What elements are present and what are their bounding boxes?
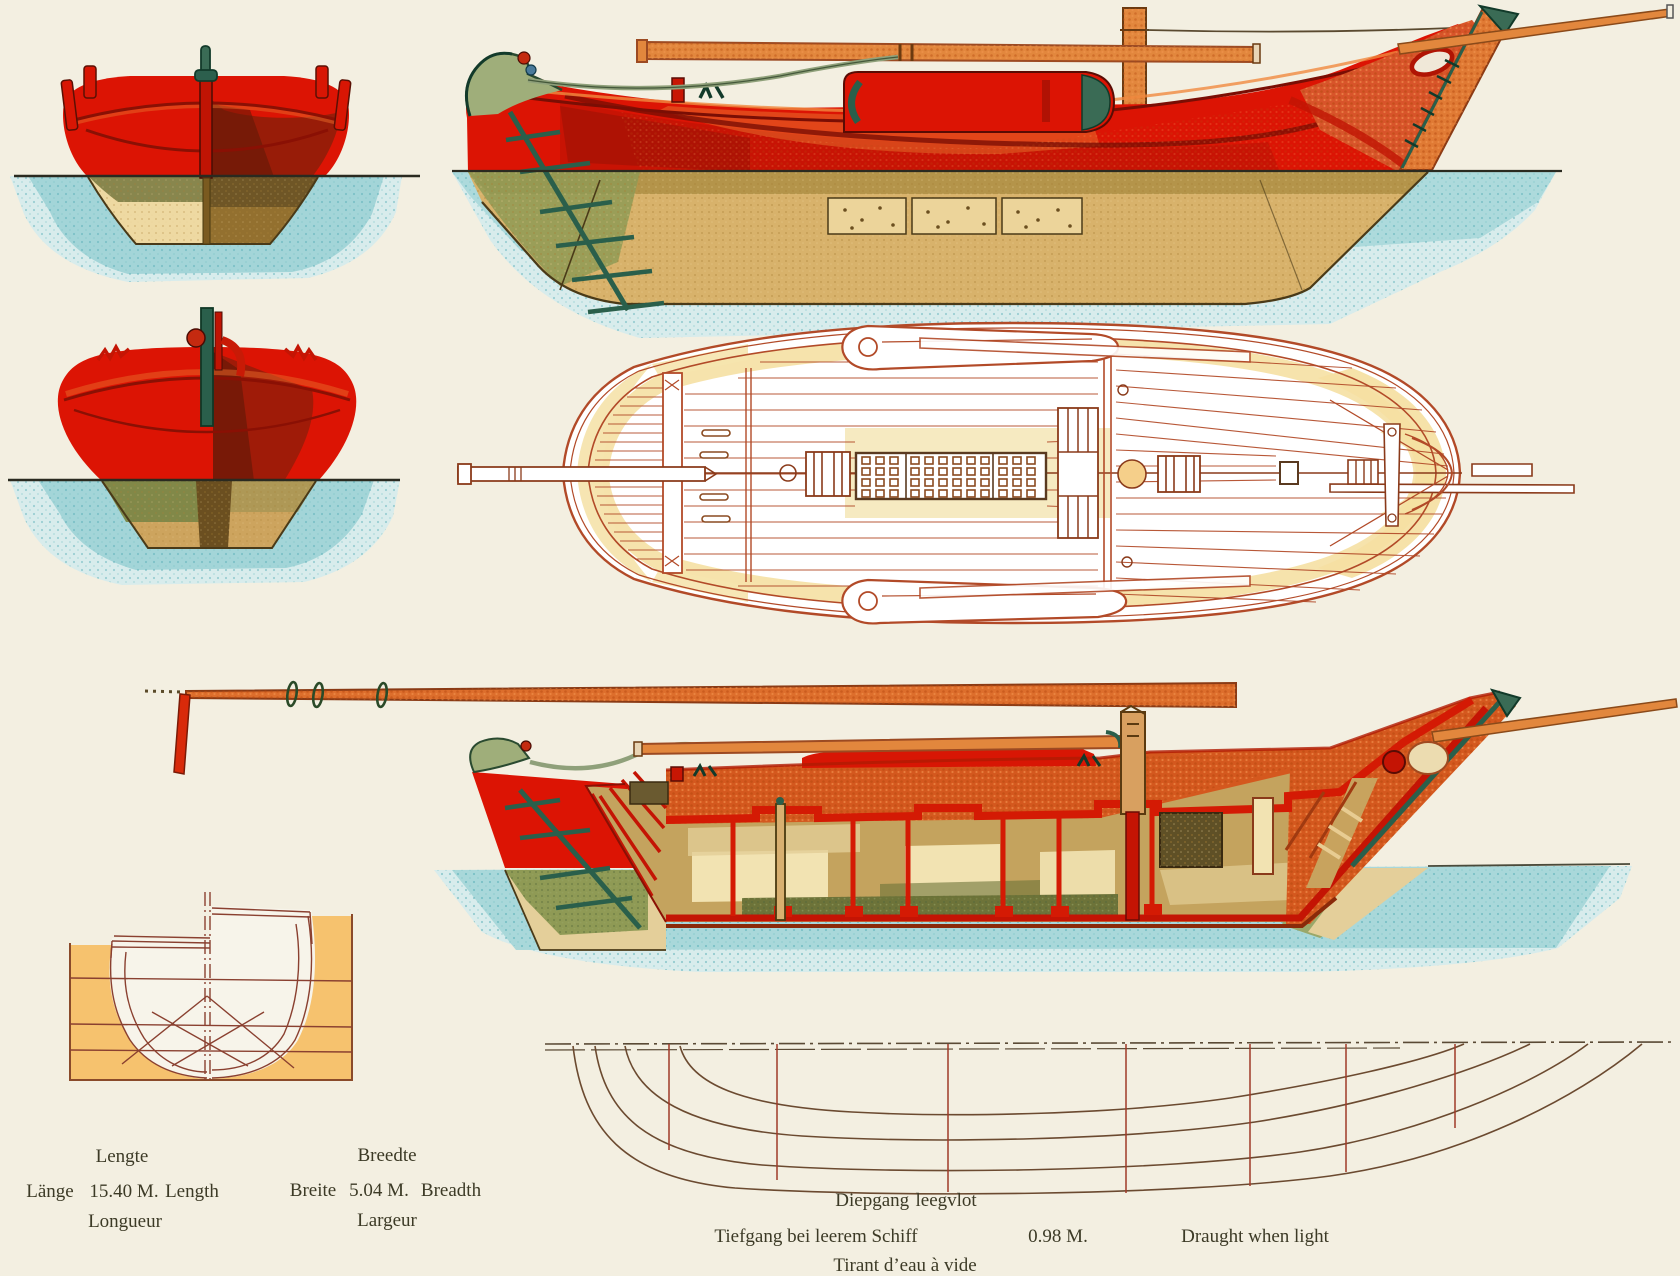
svg-text:Longueur: Longueur <box>88 1211 163 1232</box>
svg-text:Breadth: Breadth <box>421 1180 482 1201</box>
svg-text:15.40 M.: 15.40 M. <box>89 1181 158 1202</box>
svg-text:Largeur: Largeur <box>357 1210 417 1231</box>
svg-text:Länge: Länge <box>26 1181 73 1202</box>
svg-text:Tiefgang bei leerem Schiff: Tiefgang bei leerem Schiff <box>714 1226 918 1247</box>
svg-text:0.98 M.: 0.98 M. <box>1028 1226 1088 1247</box>
svg-text:Draught when light: Draught when light <box>1181 1226 1329 1247</box>
svg-text:Lengte: Lengte <box>96 1146 149 1167</box>
svg-text:Length: Length <box>165 1181 219 1202</box>
svg-text:Breite: Breite <box>290 1180 336 1201</box>
svg-text:5.04 M.: 5.04 M. <box>349 1180 409 1201</box>
svg-text:Tirant d’eau à vide: Tirant d’eau à vide <box>833 1255 976 1276</box>
svg-text:Breedte: Breedte <box>357 1145 416 1166</box>
svg-text:Diepgang leegvlot: Diepgang leegvlot <box>835 1190 977 1211</box>
